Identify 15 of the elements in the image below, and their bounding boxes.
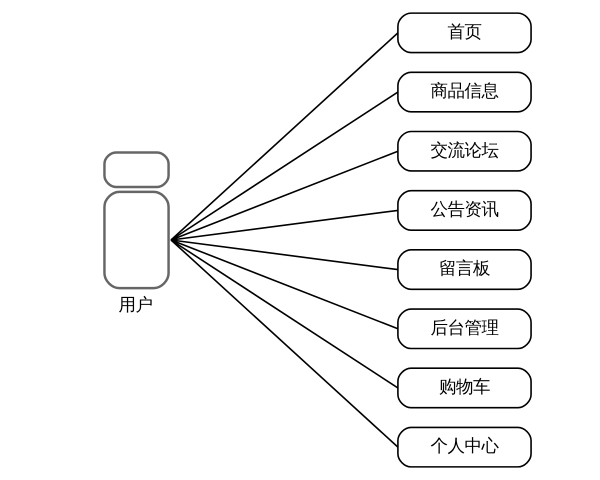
connector <box>170 239 398 448</box>
connector <box>170 91 398 241</box>
connector <box>170 239 398 330</box>
connector <box>170 32 398 241</box>
node-box: 个人中心 <box>396 426 532 468</box>
node-box: 购物车 <box>396 367 532 408</box>
connector <box>170 239 398 389</box>
node-box: 首页 <box>396 12 532 54</box>
node-label: 用户 <box>118 296 152 316</box>
node-box: 公告资讯 <box>396 190 532 231</box>
node-box: 商品信息 <box>396 72 532 113</box>
node-box: 交流论坛 <box>396 130 532 172</box>
connector <box>170 150 398 241</box>
node-box: 留言板 <box>396 249 532 290</box>
node-box: 后台管理 <box>396 308 532 350</box>
